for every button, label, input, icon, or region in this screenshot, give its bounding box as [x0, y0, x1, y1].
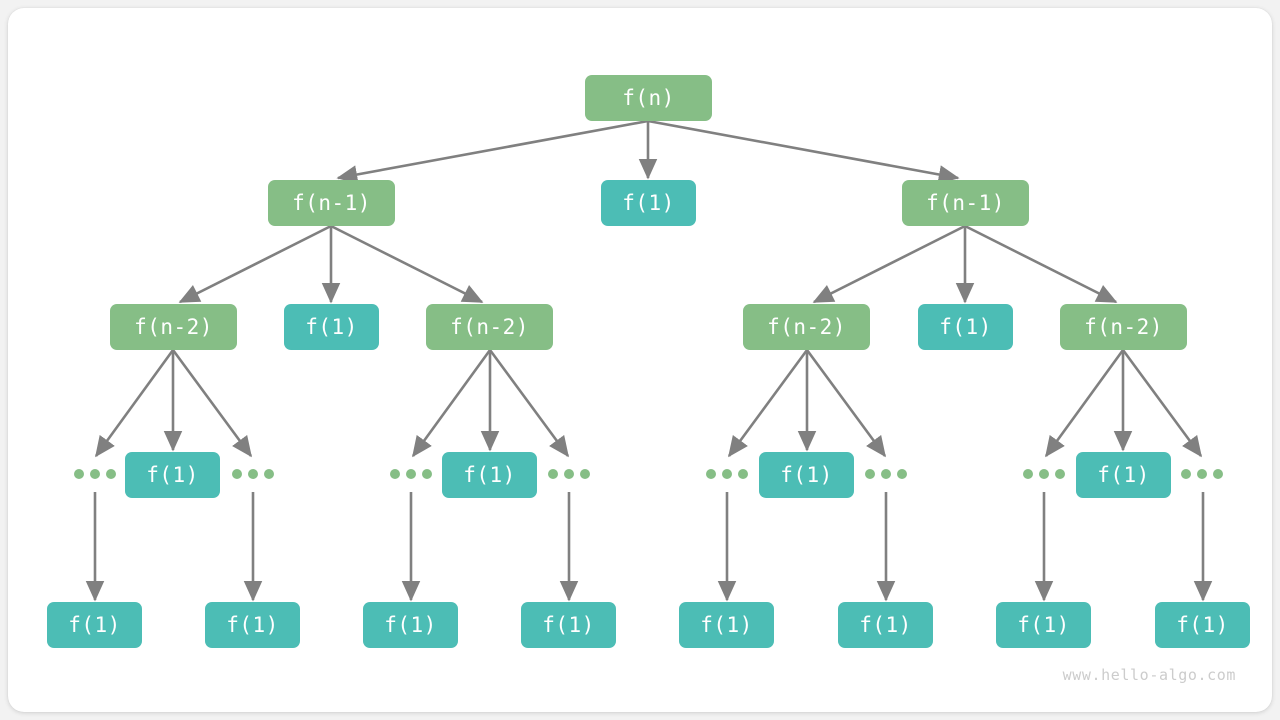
ellipsis-dot — [1055, 469, 1065, 479]
ellipsis-dot — [706, 469, 716, 479]
tree-node-recursive: f(n-1) — [268, 180, 395, 226]
ellipsis-indicator — [232, 469, 274, 479]
ellipsis-dot — [1181, 469, 1191, 479]
tree-edge — [171, 349, 253, 458]
tree-node-base-case: f(1) — [838, 602, 933, 648]
tree-edge — [330, 224, 484, 304]
ellipsis-dot — [232, 469, 242, 479]
ellipsis-dot — [564, 469, 574, 479]
tree-node-base-case: f(1) — [125, 452, 220, 498]
tree-node-base-case: f(1) — [205, 602, 300, 648]
ellipsis-dot — [1213, 469, 1223, 479]
tree-node-recursive: f(n) — [585, 75, 712, 121]
ellipsis-dot — [897, 469, 907, 479]
tree-node-recursive: f(n-1) — [902, 180, 1029, 226]
ellipsis-dot — [1197, 469, 1207, 479]
tree-node-base-case: f(1) — [442, 452, 537, 498]
tree-node-base-case: f(1) — [601, 180, 696, 226]
ellipsis-dot — [1039, 469, 1049, 479]
ellipsis-dot — [580, 469, 590, 479]
ellipsis-indicator — [74, 469, 116, 479]
ellipsis-dot — [738, 469, 748, 479]
tree-edge — [805, 349, 887, 458]
tree-node-base-case: f(1) — [759, 452, 854, 498]
tree-node-base-case: f(1) — [1155, 602, 1250, 648]
tree-node-recursive: f(n-2) — [426, 304, 553, 350]
ellipsis-dot — [74, 469, 84, 479]
tree-node-base-case: f(1) — [284, 304, 379, 350]
tree-edge — [727, 349, 809, 458]
tree-edge — [964, 224, 1118, 304]
ellipsis-dot — [881, 469, 891, 479]
ellipsis-dot — [722, 469, 732, 479]
tree-node-base-case: f(1) — [1076, 452, 1171, 498]
tree-edge — [1044, 349, 1125, 458]
tree-edge — [488, 349, 570, 458]
ellipsis-dot — [390, 469, 400, 479]
ellipsis-dot — [106, 469, 116, 479]
ellipsis-indicator — [1181, 469, 1223, 479]
ellipsis-indicator — [706, 469, 748, 479]
diagram-card: f(n) f(n-1) f(1) f(n-1) f(n-2) f(1) f(n-2) f(n-… — [8, 8, 1272, 712]
ellipsis-dot — [248, 469, 258, 479]
tree-node-recursive: f(n-2) — [110, 304, 237, 350]
ellipsis-indicator — [390, 469, 432, 479]
tree-node-recursive: f(n-2) — [1060, 304, 1187, 350]
ellipsis-dot — [548, 469, 558, 479]
ellipsis-dot — [1023, 469, 1033, 479]
ellipsis-indicator — [865, 469, 907, 479]
tree-node-base-case: f(1) — [679, 602, 774, 648]
watermark: www.hello-algo.com — [1062, 666, 1236, 684]
ellipsis-dot — [90, 469, 100, 479]
ellipsis-dot — [264, 469, 274, 479]
ellipsis-dot — [865, 469, 875, 479]
tree-edge — [94, 349, 175, 458]
tree-node-base-case: f(1) — [996, 602, 1091, 648]
tree-edge — [411, 349, 492, 458]
tree-node-base-case: f(1) — [918, 304, 1013, 350]
tree-edge — [1121, 349, 1203, 458]
ellipsis-indicator — [1023, 469, 1065, 479]
tree-edge — [647, 119, 960, 184]
tree-node-base-case: f(1) — [363, 602, 458, 648]
ellipsis-indicator — [548, 469, 590, 479]
ellipsis-dot — [406, 469, 416, 479]
tree-node-base-case: f(1) — [521, 602, 616, 648]
tree-node-base-case: f(1) — [47, 602, 142, 648]
tree-edge — [178, 224, 332, 304]
ellipsis-dot — [422, 469, 432, 479]
tree-edge — [812, 224, 966, 304]
tree-edge — [336, 119, 649, 184]
tree-node-recursive: f(n-2) — [743, 304, 870, 350]
